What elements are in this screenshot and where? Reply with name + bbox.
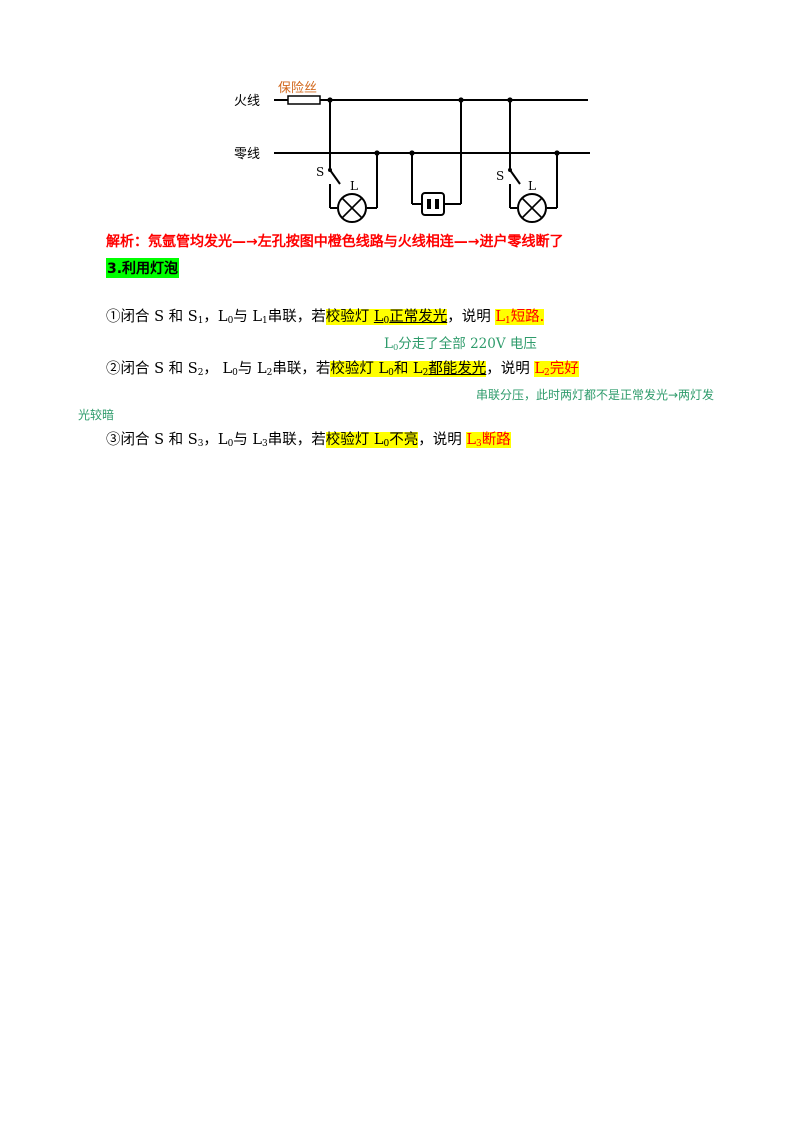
lamp-label: L	[528, 179, 536, 193]
analysis-text: 解析：氖氩管均发光—→左孔按图中橙色线路与火线相连—→进户零线断了	[106, 234, 564, 250]
switch-label: S	[496, 169, 504, 183]
switch-label: S	[316, 165, 324, 179]
lamp-symbol	[337, 193, 367, 223]
lamp-symbol	[517, 193, 547, 223]
item-2: ②闭合 S 和 S2， L0与 L2串联，若校验灯 L0和 L2都能发光，说明 …	[106, 361, 579, 379]
highlight-check-lamp: 校验灯 L0和 L2都能发光	[330, 361, 487, 379]
item-1: ①闭合 S 和 S1，L0与 L1串联，若校验灯 L0正常发光，说明 L1短路.	[106, 309, 545, 327]
socket-symbol	[421, 192, 445, 216]
note-voltage: L0分走了全部 220V 电压	[384, 336, 537, 353]
note-series-line2: 光较暗	[78, 408, 115, 422]
fuse-label: 保险丝	[278, 81, 317, 96]
fuse-symbol	[287, 95, 321, 105]
circuit-diagram: 保险丝 火线 零线 S L S L	[234, 81, 590, 223]
neutral-wire-label: 零线	[234, 147, 260, 162]
section-title: 3.利用灯泡	[106, 258, 180, 278]
live-wire-label: 火线	[234, 94, 260, 109]
note-series-line1: 串联分压，此时两灯都不是正常发光→两灯发	[476, 388, 715, 402]
highlight-check-lamp: 校验灯 L0正常发光	[325, 309, 448, 327]
result-highlight: L3断路	[466, 432, 511, 450]
lamp-label: L	[350, 179, 358, 193]
item-3: ③闭合 S 和 S3，L0与 L3串联，若校验灯 L0不亮，说明 L3断路	[106, 432, 511, 450]
result-highlight: L2完好	[534, 361, 579, 379]
result-highlight: L1短路.	[495, 309, 545, 327]
highlight-check-lamp: 校验灯 L0不亮	[325, 432, 419, 450]
